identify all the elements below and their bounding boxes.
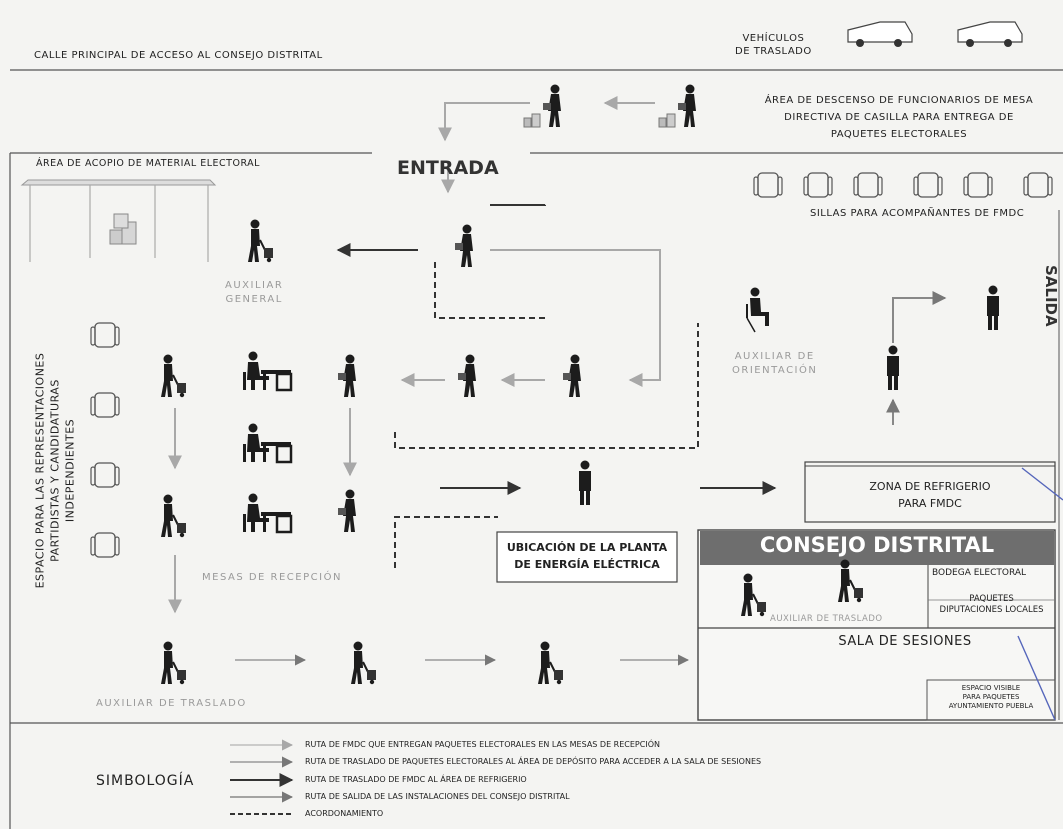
transfer-assistant-icon [537,640,564,686]
chair-icon [853,172,883,198]
exit-label: SALIDA [1042,265,1060,327]
auxiliar-orientacion-label: AUXILIAR DE ORIENTACIÓN [732,350,817,378]
package-icon [658,113,676,128]
official-walking-icon [543,84,561,127]
refreshment-line-2: PARA FMDC [898,497,962,510]
session-room-label: SALA DE SESIONES [838,634,972,649]
chair-icon [90,532,120,558]
auxiliar-orientacion-line-2: ORIENTACIÓN [732,365,818,376]
power-plant-label: UBICACIÓN DE LA PLANTA DE ENERGÍA ELÉCTR… [497,539,677,573]
van-icon [957,21,1023,47]
vehicles-label-line-2: DE TRASLADO [735,46,812,57]
power-plant-line-2: DE ENERGÍA ELÉCTRICA [514,558,660,571]
van-icon [847,21,913,47]
reception-desk-icon [241,422,293,464]
chairs-label: SILLAS PARA ACOMPAÑANTES DE FMDC [810,208,1025,219]
visible-space-line-1: ESPACIO VISIBLE [961,684,1021,692]
official-walking-icon [458,354,476,397]
legend-item-4: RUTA DE SALIDA DE LAS INSTALACIONES DEL … [305,792,570,801]
transfer-assistant-icon [160,493,187,539]
collection-tent-icon [20,179,217,262]
package-icon [523,113,541,128]
dropoff-label-line-2: DIRECTIVA DE CASILLA PARA ENTREGA DE [784,112,1014,123]
visible-space-line-2: PARA PAQUETES [962,693,1020,701]
council-title: CONSEJO DISTRITAL [759,533,995,557]
power-plant-line-1: UBICACIÓN DE LA PLANTA [506,541,668,554]
warehouse-label: BODEGA ELECTORAL [932,568,1027,578]
auxiliar-general-icon [247,218,274,264]
auxiliar-traslado-bottom-label: AUXILIAR DE TRASLADO [96,698,247,709]
official-walking-icon [563,354,581,397]
chair-icon [90,322,120,348]
packages-local-label: PAQUETES DIPUTACIONES LOCALES [928,594,1055,616]
reception-tables-label: MESAS DE RECEPCIÓN [202,572,342,583]
auxiliar-traslado-inner-label: AUXILIAR DE TRASLADO [770,614,883,624]
transfer-assistant-icon [837,558,864,604]
chair-icon [913,172,943,198]
chair-icon [90,392,120,418]
collection-area-label: ÁREA DE ACOPIO DE MATERIAL ELECTORAL [36,158,260,169]
transfer-assistant-icon [740,572,767,618]
legend-item-2: RUTA DE TRASLADO DE PAQUETES ELECTORALES… [305,757,762,766]
dropoff-label-line-1: ÁREA DE DESCENSO DE FUNCIONARIOS DE MESA [764,95,1034,106]
official-walking-icon [678,84,696,127]
refreshment-line-1: ZONA DE REFRIGERIO [869,480,991,493]
auxiliar-general-label: AUXILIAR GENERAL [225,279,283,307]
transfer-assistant-icon [160,640,187,686]
chair-icon [803,172,833,198]
packages-local-line-1: PAQUETES [969,594,1014,604]
chair-icon [1023,172,1053,198]
dropoff-label-line-3: PAQUETES ELECTORALES [830,129,968,140]
refreshment-zone-label: ZONA DE REFRIGERIO PARA FMDC [805,478,1055,512]
visible-space-line-3: AYUNTAMIENTO PUEBLA [948,702,1034,710]
legend-item-1: RUTA DE FMDC QUE ENTREGAN PAQUETES ELECT… [305,740,660,749]
visible-space-label: ESPACIO VISIBLE PARA PAQUETES AYUNTAMIEN… [927,684,1055,711]
exit-guard-icon [887,345,899,390]
packages-local-line-2: DIPUTACIONES LOCALES [939,605,1044,615]
legend-item-5: ACORDONAMIENTO [305,809,384,818]
orientation-assistant-icon [746,287,769,333]
street-label: CALLE PRINCIPAL DE ACCESO AL CONSEJO DIS… [34,50,323,61]
auxiliar-general-line-1: AUXILIAR [225,280,284,291]
reception-desk-icon [241,492,293,534]
auxiliar-general-line-2: GENERAL [225,294,283,305]
legend-item-3: RUTA DE TRASLADO DE FMDC AL ÁREA DE REFR… [305,775,527,784]
official-walking-icon [455,224,473,267]
legend-title: SIMBOLOGÍA [96,773,195,789]
vehicles-label-line-1: VEHÍCULOS [742,33,805,44]
reception-desk-icon [241,350,293,392]
chair-icon [753,172,783,198]
official-walking-icon [338,354,356,397]
guard-icon [579,460,591,505]
chair-icon [90,462,120,488]
entrance-label: ENTRADA [397,157,499,179]
transfer-assistant-icon [160,353,187,399]
auxiliar-orientacion-line-1: AUXILIAR DE [734,351,815,362]
official-walking-icon [338,489,356,532]
transfer-assistant-icon [350,640,377,686]
exit-guard-icon [987,285,999,330]
dropoff-area-label: ÁREA DE DESCENSO DE FUNCIONARIOS DE MESA… [744,92,1054,143]
chair-icon [963,172,993,198]
vehicles-label: VEHÍCULOS DE TRASLADO [735,32,812,58]
